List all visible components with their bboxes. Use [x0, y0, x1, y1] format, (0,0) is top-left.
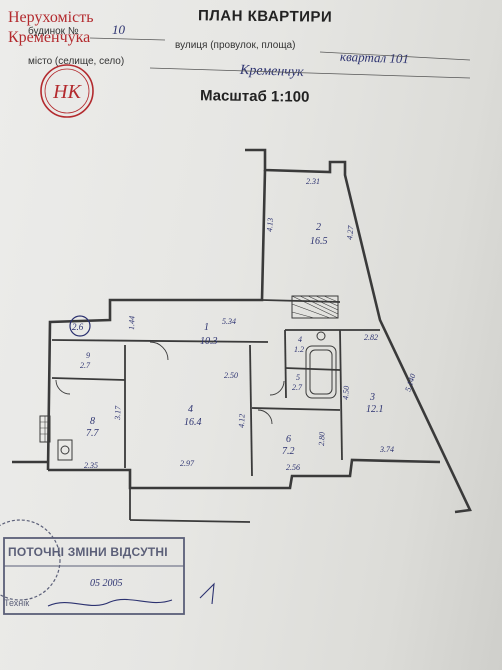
- outer-walls: [12, 148, 472, 514]
- room-wc-number: 4: [298, 335, 302, 344]
- dimension-labels: 2.31 4.13 4.27 5.34 1.44 2.82 4.50 5.140…: [84, 177, 417, 472]
- room-1-area: 10.3: [200, 336, 218, 347]
- dim-2-35: 2.35: [84, 461, 98, 470]
- inner-walls: [51, 299, 380, 523]
- dim-1-44: 1.44: [127, 316, 136, 330]
- stamp-label: Технік: [4, 598, 30, 608]
- stamp-frame: [0, 519, 185, 615]
- room-2-area: 16.5: [310, 236, 328, 247]
- dim-3-17: 3.17: [113, 405, 123, 421]
- room-pantry-area: 2.7: [80, 361, 91, 370]
- room-3-area: 12.1: [366, 404, 384, 415]
- house-label: будинок №: [28, 26, 79, 37]
- stamp-signature-icon: [47, 598, 173, 607]
- dim-4-50: 4.50: [341, 386, 351, 401]
- bathroom-fixtures: [39, 295, 339, 461]
- dim-4-27: 4.27: [345, 224, 356, 240]
- room-bath-area: 2.7: [292, 383, 303, 392]
- street-label: вулиця (провулок, площа): [175, 40, 296, 51]
- room-labels: 2 16.5 1 10.3 3 12.1 4 16.4 8 7.7 6 7.2 …: [80, 222, 384, 457]
- brand-watermark: Нерухомість Кременчука: [8, 8, 94, 48]
- form-underlines: [89, 37, 471, 79]
- brand-line-1: Нерухомість: [8, 9, 94, 26]
- door-swings: [55, 341, 285, 425]
- room-6-number: 6: [286, 434, 291, 445]
- room-wc-area: 1.2: [294, 345, 304, 354]
- room-8-number: 8: [90, 416, 95, 427]
- dim-2-82: 2.82: [364, 333, 378, 342]
- dim-2-50: 2.50: [224, 371, 238, 380]
- house-number: 10: [112, 22, 125, 37]
- dim-2-56: 2.56: [286, 463, 300, 472]
- city-label: місто (селище, село): [28, 56, 125, 67]
- dim-2-97: 2.97: [180, 459, 195, 468]
- room-8-area: 7.7: [86, 428, 100, 439]
- dim-4-12: 4.12: [237, 414, 246, 428]
- room-3-number: 3: [369, 392, 375, 403]
- stamp-title: ПОТОЧНІ ЗМІНИ ВІДСУТНІ: [8, 545, 168, 559]
- room-bath-number: 5: [296, 373, 300, 382]
- brand-line-2: Кременчука: [8, 29, 91, 46]
- brand-seal-icon: НК: [40, 64, 94, 118]
- room-pantry-number: 9: [86, 351, 90, 360]
- room-6-area: 7.2: [282, 446, 295, 457]
- room-1-number: 1: [204, 322, 209, 333]
- dim-2-80: 2.80: [317, 432, 326, 446]
- dim-5-34: 5.34: [222, 317, 236, 326]
- corridor-mark: 2.6: [72, 322, 84, 332]
- dim-2-31: 2.31: [306, 177, 320, 186]
- dim-3-74: 3.74: [379, 445, 394, 454]
- signature-mark-icon: [199, 582, 215, 605]
- stamp-date: 05 2005: [90, 578, 123, 589]
- brand-monogram: НК: [52, 81, 82, 103]
- dim-4-13: 4.13: [265, 218, 275, 233]
- room-2-number: 2: [316, 222, 321, 233]
- room-4-area: 16.4: [184, 417, 202, 428]
- room-4-number: 4: [188, 404, 193, 415]
- corridor-marker: 2.6: [69, 315, 91, 337]
